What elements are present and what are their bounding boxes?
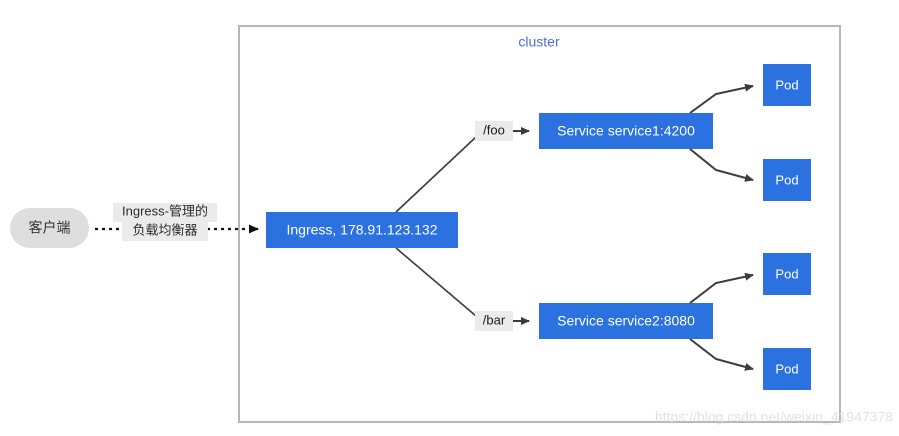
- ingress-to-foo-edge: [395, 136, 477, 213]
- client-node[interactable]: [10, 208, 89, 248]
- path-label-foo: /foo: [483, 122, 505, 137]
- service1-node-label: Service service1:4200: [557, 123, 695, 139]
- bar-label-bg: [475, 311, 513, 331]
- pod-node-1[interactable]: [763, 64, 811, 106]
- pod-node-3-label: Pod: [775, 266, 798, 281]
- service2-node[interactable]: [539, 303, 713, 339]
- pod-node-2-label: Pod: [775, 172, 798, 187]
- client-edge-label-line1: Ingress-管理的: [122, 203, 208, 218]
- path-label-bar: /bar: [483, 312, 506, 327]
- ingress-to-bar-edge: [395, 247, 477, 317]
- foo-label-bg: [475, 121, 513, 141]
- service1-to-pod1-edge: [689, 83, 754, 114]
- pod-node-4[interactable]: [763, 348, 811, 390]
- client-edge-label-line2: 负载均衡器: [132, 222, 197, 237]
- client-edge-label-bg-line2: [122, 222, 208, 241]
- client-node-label: 客户端: [29, 220, 71, 236]
- service2-node-label: Service service2:8080: [557, 313, 695, 329]
- service1-node[interactable]: [539, 113, 713, 149]
- ingress-node[interactable]: [266, 212, 458, 248]
- pod-node-2[interactable]: [763, 159, 811, 201]
- service2-to-pod4-edge: [689, 338, 754, 371]
- cluster-label: cluster: [518, 34, 560, 50]
- ingress-node-label: Ingress, 178.91.123.132: [286, 222, 437, 238]
- pod-node-3[interactable]: [763, 253, 811, 295]
- client-edge-label-bg-line1: [113, 203, 217, 222]
- cluster-boundary: [238, 25, 841, 423]
- pod-node-4-label: Pod: [775, 361, 798, 376]
- watermark: https://blog.csdn.net/weixin_41947378: [655, 409, 893, 425]
- service1-to-pod2-edge: [689, 148, 754, 182]
- pod-node-1-label: Pod: [775, 77, 798, 92]
- service2-to-pod3-edge: [689, 272, 754, 304]
